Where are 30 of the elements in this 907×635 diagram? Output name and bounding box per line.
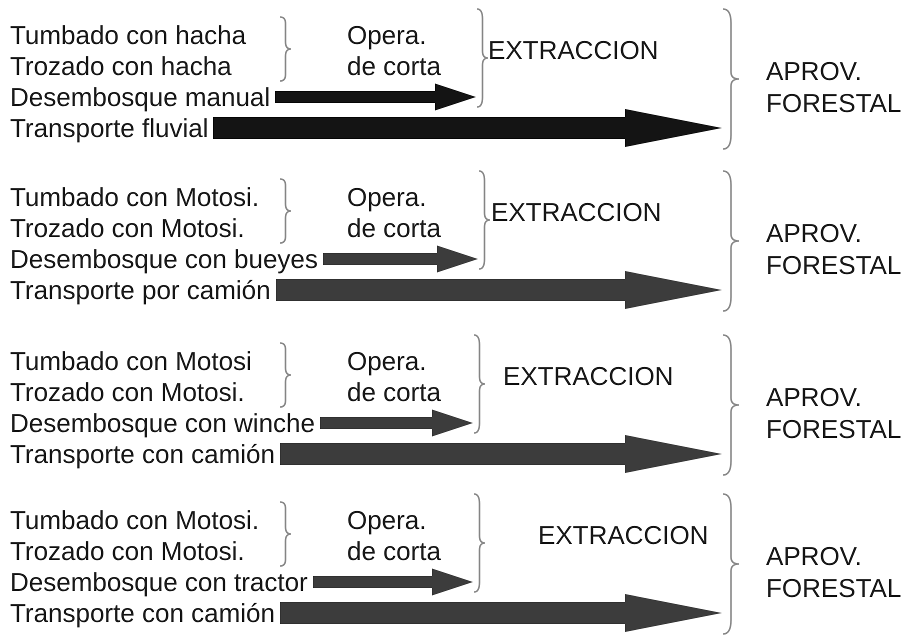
step-label: Trozado con Motosi. [10, 213, 245, 243]
step-label: Desembosque con tractor [10, 567, 308, 597]
group-label: Opera. de corta [347, 182, 442, 244]
thick-arrow [275, 84, 476, 110]
step-label: Transporte con camión [10, 598, 275, 628]
step-label: Transporte con camión [10, 439, 275, 469]
category-label: APROV. FORESTAL [766, 540, 902, 604]
step-label: Tumbado con Motosi. [10, 182, 260, 212]
category-label: APROV. FORESTAL [766, 55, 902, 119]
step-label: Trozado con hacha [10, 51, 232, 81]
step-label: Transporte fluvial [10, 113, 208, 143]
group-label: Opera. de corta [347, 346, 442, 408]
step-label: Transporte por camión [10, 275, 271, 305]
step-label: Desembosque manual [10, 82, 270, 112]
step-label: Tumbado con Motosi. [10, 505, 260, 535]
step-label: Desembosque con winche [10, 408, 315, 438]
thick-arrow [280, 594, 722, 632]
category-label: EXTRACCION [491, 197, 662, 227]
step-label: Trozado con Motosi. [10, 377, 245, 407]
category-label: APROV. FORESTAL [766, 381, 902, 445]
group-label: Opera. de corta [347, 20, 442, 82]
category-label: APROV. FORESTAL [766, 217, 902, 281]
group-label: Opera. de corta [347, 505, 442, 567]
step-label: Tumbado con Motosi [10, 346, 252, 376]
step-label: Tumbado con hacha [10, 20, 246, 50]
category-label: EXTRACCION [503, 361, 674, 391]
category-label: EXTRACCION [488, 35, 660, 65]
category-label: EXTRACCION [538, 520, 710, 550]
step-label: Desembosque con bueyes [10, 244, 318, 274]
step-label: Trozado con Motosi. [10, 536, 245, 566]
